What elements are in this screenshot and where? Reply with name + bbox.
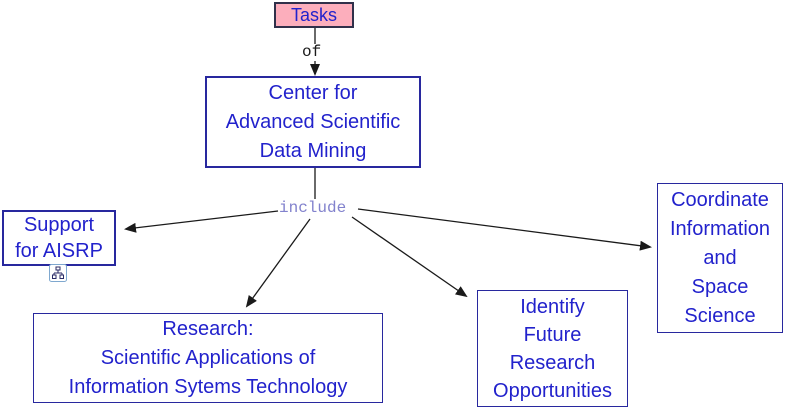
concept-map-node-icon[interactable]	[49, 264, 67, 282]
node-center-line: Advanced Scientific	[225, 110, 401, 133]
link-arrow-include-identify	[351, 216, 468, 298]
node-center-for-advanced-scientific-data-mining[interactable]: Center for Advanced Scientific Data Mini…	[205, 76, 421, 168]
node-support-line: Support	[23, 214, 95, 236]
node-coordinate-line: Space	[691, 275, 749, 298]
link-arrow-include-coordinate	[357, 208, 652, 251]
node-coordinate-line: Coordinate	[671, 188, 769, 211]
node-research-line: Research:	[162, 317, 254, 340]
node-identify-line: Research	[509, 351, 596, 374]
node-coordinate-line: Science	[684, 304, 756, 327]
node-tasks-label: Tasks	[290, 4, 337, 25]
node-identify-line: Opportunities	[493, 379, 612, 402]
node-tasks[interactable]: Tasks	[274, 2, 354, 28]
node-center-line: Center for	[268, 81, 358, 104]
link-label-include[interactable]: include	[279, 199, 347, 217]
node-coordinate-information-space-science[interactable]: Coordinate Information and Space Science	[657, 183, 783, 333]
node-support-line: for AISRP	[15, 240, 103, 262]
node-research-line: Information Sytems Technology	[68, 375, 348, 398]
node-center-line: Data Mining	[259, 139, 367, 162]
node-research-line: Scientific Applications of	[100, 346, 316, 369]
node-coordinate-line: and	[703, 246, 737, 269]
node-identify-line: Future	[523, 323, 582, 346]
link-label-of[interactable]: of	[302, 43, 322, 61]
node-coordinate-line: Information	[669, 217, 771, 240]
node-identify-line: Identify	[520, 295, 585, 318]
link-arrow-include-research	[245, 218, 311, 308]
node-support-for-aisrp[interactable]: Support for AISRP	[2, 210, 116, 266]
link-arrow-include-support	[124, 210, 279, 233]
node-research-scientific-applications[interactable]: Research: Scientific Applications of Inf…	[33, 313, 383, 403]
node-identify-future-research-opportunities[interactable]: Identify Future Research Opportunities	[477, 290, 628, 407]
